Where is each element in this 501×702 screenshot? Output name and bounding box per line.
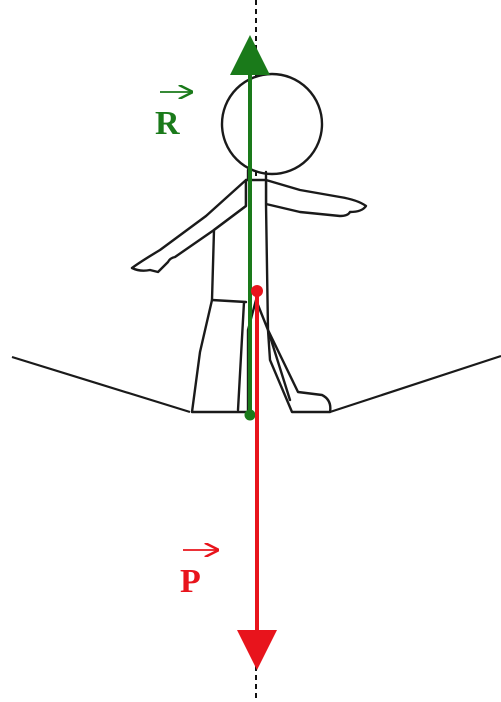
figure-right-arm [266, 180, 366, 216]
vector-p-label: P [180, 563, 201, 600]
vector-r-label-group: R [155, 92, 193, 142]
figure-head [222, 74, 322, 174]
vector-p-label-group: P [180, 550, 219, 600]
vector-p-origin-dot [251, 285, 263, 297]
vector-r-label: R [155, 105, 180, 142]
vector-r-origin-dot [245, 410, 256, 421]
